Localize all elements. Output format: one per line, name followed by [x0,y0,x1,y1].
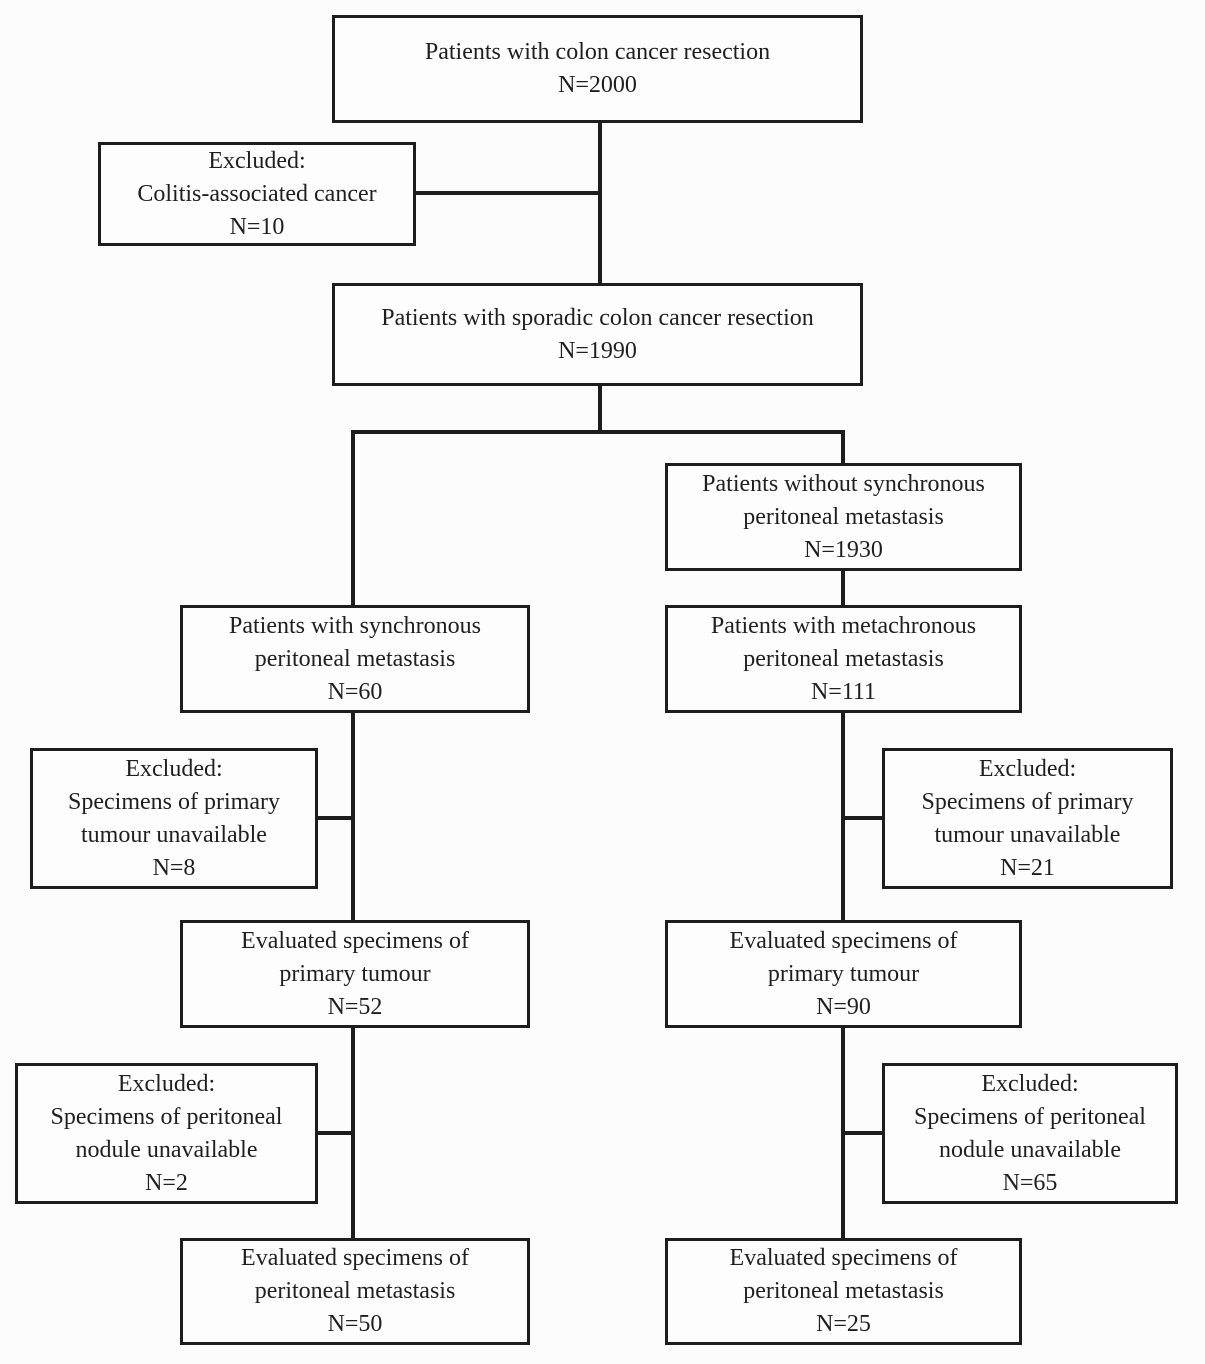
node-label: Patients with synchronous [229,612,481,639]
node-label: Patients without synchronous [702,470,985,497]
node-label: primary tumour [279,960,431,987]
connector-sporadic-to-split [598,385,602,432]
connector-sync-to-eval-primary [351,712,355,920]
node-metachronous: Patients with metachronous peritoneal me… [665,605,1022,713]
node-label: Specimens of primary [921,788,1134,815]
node-label: Evaluated specimens of [241,1245,469,1271]
node-count: N=25 [816,1311,871,1337]
connector-split-bar [351,430,845,434]
node-label: peritoneal metastasis [254,1278,456,1304]
node-count: N=2 [145,1169,188,1196]
node-label: Specimens of peritoneal [50,1103,283,1130]
node-eval-primary-sync: Evaluated specimens of primary tumour N=… [180,920,530,1028]
connector-without-sync-to-metachronous [841,570,845,605]
node-excluded-nodule-sync: Excluded: Specimens of peritoneal nodule… [15,1063,318,1204]
node-label: Patients with colon cancer resection [424,39,771,65]
connector-top-to-sporadic [598,123,602,283]
node-label: Excluded: [208,147,306,174]
node-count: N=111 [810,678,877,705]
node-excluded-primary-sync: Excluded: Specimens of primary tumour un… [30,748,318,889]
node-excluded-primary-meta: Excluded: Specimens of primary tumour un… [882,748,1173,889]
connector-excluded-primary-meta [843,816,884,820]
node-label: primary tumour [767,960,920,987]
node-label: peritoneal metastasis [743,1278,944,1304]
connector-split-to-synchronous [351,430,355,605]
node-label: Excluded: [117,1070,216,1097]
node-count: N=60 [327,678,383,705]
node-count: N=65 [1002,1169,1058,1196]
node-label: Specimens of primary [68,788,280,815]
connector-excluded-nodule-meta [843,1131,884,1135]
node-count: N=8 [152,854,196,881]
node-label: tumour unavailable [934,821,1121,848]
node-label: Patients with metachronous [710,612,977,639]
node-excluded-colitis: Excluded: Colitis-associated cancer N=10 [98,142,416,246]
node-label: Patients with sporadic colon cancer rese… [381,304,814,331]
node-label: nodule unavailable [75,1136,258,1163]
node-eval-peritoneal-meta: Evaluated specimens of peritoneal metast… [665,1238,1022,1345]
connector-excluded-nodule-sync [316,1131,353,1135]
node-count: N=2000 [558,72,637,98]
node-label: nodule unavailable [939,1136,1121,1163]
connector-eval-primary-sync-to-peritoneal [351,1027,355,1238]
node-label: peritoneal metastasis [254,645,456,672]
node-count: N=10 [229,213,285,240]
node-count: N=52 [327,993,383,1020]
node-label: Evaluated specimens of [241,927,469,954]
connector-excluded-primary-sync [316,816,353,820]
node-colon-cancer-resection: Patients with colon cancer resection N=2… [332,15,863,123]
node-label: Excluded: [125,755,223,782]
node-excluded-nodule-meta: Excluded: Specimens of peritoneal nodule… [882,1063,1178,1204]
node-label: peritoneal metastasis [743,645,944,672]
node-label: Evaluated specimens of [729,927,958,954]
node-sporadic-resection: Patients with sporadic colon cancer rese… [332,283,863,386]
node-count: N=1930 [804,536,883,563]
node-label: Excluded: [981,1070,1079,1097]
node-count: N=90 [816,993,871,1020]
node-count: N=50 [327,1311,383,1337]
node-label: Colitis-associated cancer [137,180,377,207]
node-label: Evaluated specimens of [729,1245,958,1271]
node-label: Excluded: [978,755,1077,782]
node-label: Specimens of peritoneal [914,1103,1146,1130]
node-label: peritoneal metastasis [743,503,944,530]
node-eval-peritoneal-sync: Evaluated specimens of peritoneal metast… [180,1238,530,1345]
node-count: N=1990 [558,337,637,364]
node-with-synchronous: Patients with synchronous peritoneal met… [180,605,530,713]
connector-excluded-colitis [414,191,600,195]
node-label: tumour unavailable [81,821,267,848]
node-without-synchronous: Patients without synchronous peritoneal … [665,463,1022,571]
node-count: N=21 [1000,854,1055,881]
connector-split-to-without-synchronous [841,430,845,463]
node-eval-primary-meta: Evaluated specimens of primary tumour N=… [665,920,1022,1028]
